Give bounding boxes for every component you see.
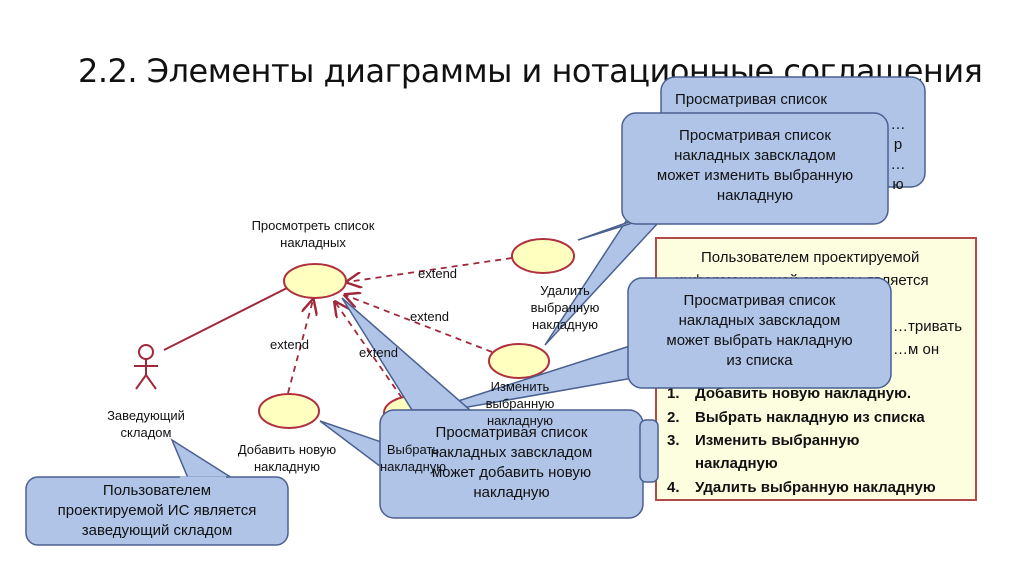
use-case-change xyxy=(488,343,550,379)
extend-arrow-change xyxy=(345,295,493,353)
description-line: …м он xyxy=(893,341,940,358)
callout-line: заведующий складом xyxy=(81,522,233,539)
use-case-label-line: выбранную xyxy=(530,300,600,315)
extend-arrow-delete xyxy=(347,257,513,282)
actor-figure xyxy=(134,344,158,390)
use-case-label-line: накладных xyxy=(280,235,346,250)
list-item-number: 3. xyxy=(667,432,680,449)
use-case-label: Добавить новую накладную xyxy=(222,441,352,475)
use-case-label: Просмотреть список накладных xyxy=(238,217,388,251)
callout-back-top-text: …р …ю xyxy=(888,115,908,195)
actor-label-line: Заведующий xyxy=(107,408,185,423)
use-case-label-line: накладную xyxy=(486,413,554,428)
callout-line: накладных завскладом xyxy=(430,444,593,461)
callout-line: накладных завскладом xyxy=(678,312,841,329)
use-case-label: Изменить выбранную накладную xyxy=(465,378,575,429)
association-line xyxy=(163,287,288,351)
use-case-delete xyxy=(511,238,575,274)
actor-label: Заведующий складом xyxy=(96,407,196,441)
callout-line: проектируемой ИС является xyxy=(57,502,257,519)
callout-line: …ю xyxy=(890,156,906,193)
callout-line: накладную xyxy=(473,484,550,501)
use-case-label-line: Изменить xyxy=(490,379,550,394)
callout-line: накладных завскладом xyxy=(674,147,836,164)
callout-line: …р xyxy=(890,116,906,153)
callout-line: Просматривая список xyxy=(679,127,831,144)
callout-line: может добавить новую xyxy=(431,464,592,481)
use-case-label: Выбрать накладную xyxy=(368,441,458,475)
callout-front-top-text: Просматривая список накладных завскладом… xyxy=(622,126,888,206)
use-case-label-line: Просмотреть список xyxy=(251,218,375,233)
list-item: Изменить выбранную xyxy=(695,432,860,449)
extend-label: extend xyxy=(410,309,450,324)
callout-actor-text: Пользователем проектируемой ИС является … xyxy=(26,481,288,541)
use-case-label-line: Выбрать xyxy=(386,442,440,457)
list-item-number: 4. xyxy=(667,479,680,496)
callout-actor xyxy=(25,476,289,546)
callout-line: из списка xyxy=(726,352,793,369)
callout-add-back-edge xyxy=(639,419,659,483)
use-case-label-line: накладную xyxy=(531,317,599,332)
use-case-label: Удалить выбранную накладную xyxy=(510,282,620,333)
extend-arrow-add xyxy=(287,300,313,394)
list-item-number: 1. xyxy=(667,385,680,402)
use-case-label-line: выбранную xyxy=(485,396,555,411)
use-case-add xyxy=(258,393,320,429)
use-case-label-line: Добавить новую xyxy=(237,442,337,457)
extend-label: extend xyxy=(359,345,399,360)
callout-line: Просматривая список xyxy=(435,424,588,441)
description-line: Пользователем проектируемой xyxy=(701,249,920,266)
extend-label: extend xyxy=(418,266,458,281)
callout-select-text: Просматривая список накладных завскладом… xyxy=(628,291,891,371)
list-item: Выбрать накладную из списка xyxy=(695,409,925,426)
callout-line: Просматривая список xyxy=(675,91,827,108)
list-item: Добавить новую накладную. xyxy=(695,385,912,402)
callout-front-top xyxy=(621,112,889,225)
callout-line: Просматривая список xyxy=(683,292,836,309)
extend-label: extend xyxy=(270,337,310,352)
list-item-number: 2. xyxy=(667,409,680,426)
callout-add-text: Просматривая список накладных завскладом… xyxy=(380,423,643,503)
callout-line: может изменить выбранную xyxy=(656,167,854,184)
callout-line: Пользователем xyxy=(102,482,212,499)
callout-back-top-text: Просматривая список xyxy=(661,90,841,110)
callout-line: накладную xyxy=(716,187,794,204)
actor-label-line: складом xyxy=(120,425,172,440)
list-item: накладную xyxy=(695,455,778,472)
use-case-label-line: Удалить xyxy=(540,283,590,298)
use-case-label-line: накладную xyxy=(253,459,321,474)
use-case-view-list xyxy=(283,263,347,299)
use-case-label-line: накладную xyxy=(379,459,447,474)
callout-select xyxy=(627,277,892,389)
callout-line: может выбрать накладную xyxy=(666,332,853,349)
list-item: Удалить выбранную накладную xyxy=(695,479,936,496)
extend-arrow-select xyxy=(335,302,403,399)
description-line: …тривать xyxy=(893,318,963,335)
